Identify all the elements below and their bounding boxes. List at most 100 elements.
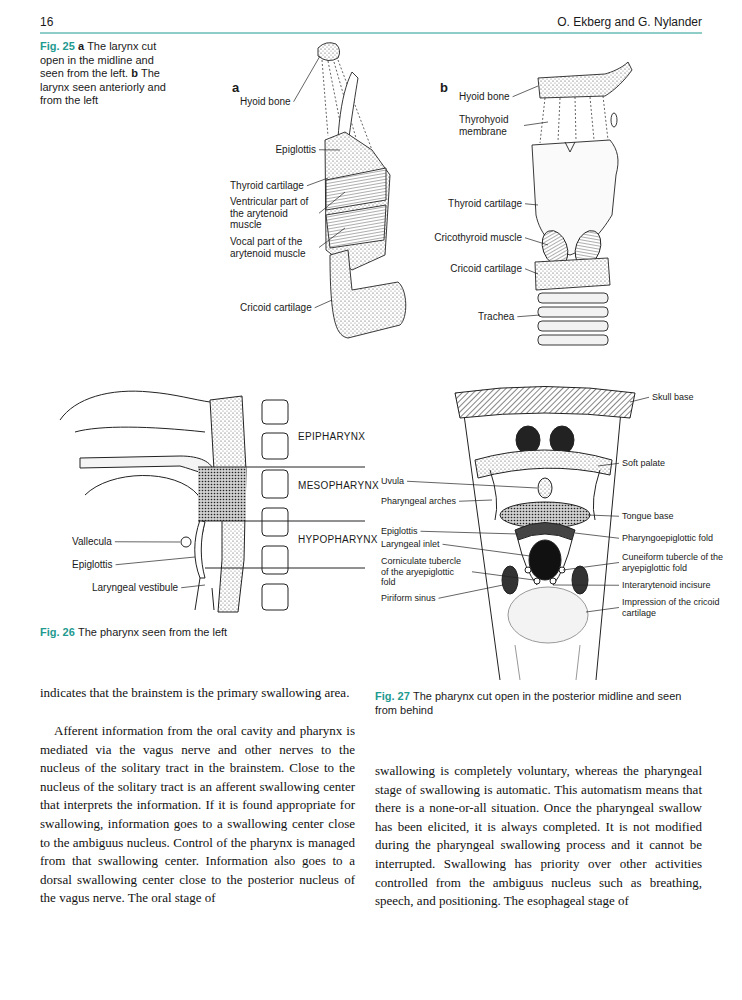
label-text: Piriform sinus: [381, 593, 436, 603]
label-text: Hyoid bone: [240, 96, 291, 107]
label-text: Afferent information from the oral cavit…: [40, 723, 355, 905]
pharynx-side-drawing: [212, 588, 214, 610]
leader-line: [307, 178, 328, 186]
pharynx-side-drawing: [205, 568, 365, 569]
part-label: Cuneiform tubercle of the aryepiglottic …: [622, 552, 734, 573]
leader-line: [472, 572, 534, 580]
part-label: Pharyngoepiglottic fold: [622, 533, 713, 544]
pharynx-back-drawing: [550, 578, 556, 584]
larynx-midline-drawing: [326, 205, 386, 248]
leader-line: [598, 463, 619, 466]
leader-line: [443, 544, 530, 556]
part-label: Thyrohyoid membrane: [459, 114, 521, 137]
running-head: O. Ekberg and G. Nylander: [557, 15, 702, 29]
part-label: Epiglottis: [381, 526, 418, 537]
label-text: Impression of the cricoid cartilage: [622, 597, 720, 618]
larynx-front-drawing: [538, 293, 608, 303]
pharynx-back-drawing: [515, 523, 575, 541]
pharynx-side-drawing: [262, 470, 288, 498]
panel-letter: b: [440, 80, 448, 95]
label-text: Laryngeal vestibule: [92, 582, 178, 593]
label-text: Uvula: [381, 476, 404, 486]
figure-number: Fig. 27: [375, 690, 410, 702]
pharynx-back-drawing: [538, 478, 552, 498]
figure-caption: Fig. 26The pharynx seen from the left: [40, 626, 340, 640]
part-label: Piriform sinus: [381, 593, 436, 604]
label-text: b: [440, 80, 448, 95]
larynx-front-drawing: [538, 335, 608, 345]
label-text: 16: [40, 15, 53, 29]
larynx-front-drawing: [538, 62, 632, 98]
label-text: indicates that the brainstem is the prim…: [40, 685, 349, 700]
pharynx-side-drawing: [262, 584, 288, 610]
pharynx-back-drawing: [502, 566, 518, 594]
part-label: Tongue base: [622, 511, 674, 522]
page-number: 16: [40, 15, 53, 29]
label-text: EPIPHARYNX: [298, 431, 365, 442]
leader-line: [525, 204, 538, 205]
part-label: Pharyngeal arches: [381, 496, 456, 507]
label-text: Soft palate: [622, 458, 665, 468]
pharynx-back-drawing: [475, 450, 612, 478]
body-text: indicates that the brainstem is the prim…: [40, 684, 355, 703]
label-text: Vocal part of the arytenoid muscle: [230, 236, 306, 259]
label-text: b: [131, 67, 138, 79]
label-text: Epiglottis: [381, 526, 418, 536]
larynx-front-drawing: [590, 97, 594, 140]
pharynx-side-drawing: [198, 467, 246, 521]
leader-line: [513, 86, 538, 97]
label-text: Cricoid cartilage: [450, 263, 522, 274]
part-label: Laryngeal inlet: [381, 539, 440, 550]
larynx-front-drawing: [535, 258, 610, 290]
pharynx-side-drawing: [195, 520, 205, 578]
larynx-front-drawing: [538, 307, 608, 317]
label-text: Interarytenoid incisure: [622, 580, 711, 590]
body-text: swallowing is completely voluntary, wher…: [375, 762, 702, 911]
label-text: Cricothyroid muscle: [434, 232, 522, 243]
pharynx-back-drawing: [534, 578, 540, 584]
region-label: MESOPHARYNX: [298, 480, 379, 492]
label-text: a: [232, 80, 239, 95]
larynx-front-drawing: [611, 113, 617, 127]
larynx-midline-drawing: [318, 43, 340, 61]
pharynx-back-drawing: [593, 470, 600, 520]
part-label: Uvula: [381, 476, 404, 487]
pharynx-back-drawing: [572, 566, 588, 594]
leader-line: [575, 533, 619, 538]
label-text: HYPOPHARYNX: [298, 534, 378, 545]
part-label: Vallecula: [72, 536, 112, 548]
larynx-front-drawing: [558, 98, 560, 142]
part-label: Cricothyroid muscle: [434, 232, 522, 244]
label-text: MESOPHARYNX: [298, 480, 379, 491]
part-label: Cricoid cartilage: [240, 302, 312, 314]
leader-line: [459, 500, 492, 501]
larynx-midline-drawing: [326, 168, 386, 210]
larynx-midline-drawing: [325, 132, 390, 270]
label-text: Cuneiform tubercle of the aryepiglottic …: [622, 552, 723, 573]
label-text: Vallecula: [72, 536, 112, 547]
pharynx-back-drawing: [553, 540, 572, 585]
larynx-front-drawing: [603, 96, 608, 140]
leader-line: [525, 269, 538, 274]
part-label: Trachea: [478, 311, 514, 323]
label-text: Epiglottis: [275, 144, 316, 155]
pharynx-back-drawing: [462, 400, 500, 680]
pharynx-side-drawing: [198, 521, 365, 522]
region-label: HYPOPHARYNX: [298, 534, 378, 546]
leader-line: [586, 608, 619, 613]
label-text: The pharynx seen from the left: [78, 626, 227, 638]
part-label: Epiglottis: [72, 559, 113, 571]
part-label: Skull base: [652, 392, 694, 403]
label-text: Skull base: [652, 392, 694, 402]
pharynx-side-drawing: [262, 546, 288, 574]
label-text: Cricoid cartilage: [240, 302, 312, 313]
leader-line: [553, 585, 619, 586]
larynx-front-drawing: [540, 98, 545, 143]
label-text: Thyroid cartilage: [230, 180, 304, 191]
figure-caption: Fig. 25aThe larynx cut open in the midli…: [40, 40, 178, 108]
leader-line: [116, 557, 195, 565]
pharynx-side-drawing: [262, 433, 288, 459]
pharynx-back-drawing: [596, 400, 622, 680]
leader-line: [421, 531, 518, 534]
leader-line: [525, 238, 548, 245]
